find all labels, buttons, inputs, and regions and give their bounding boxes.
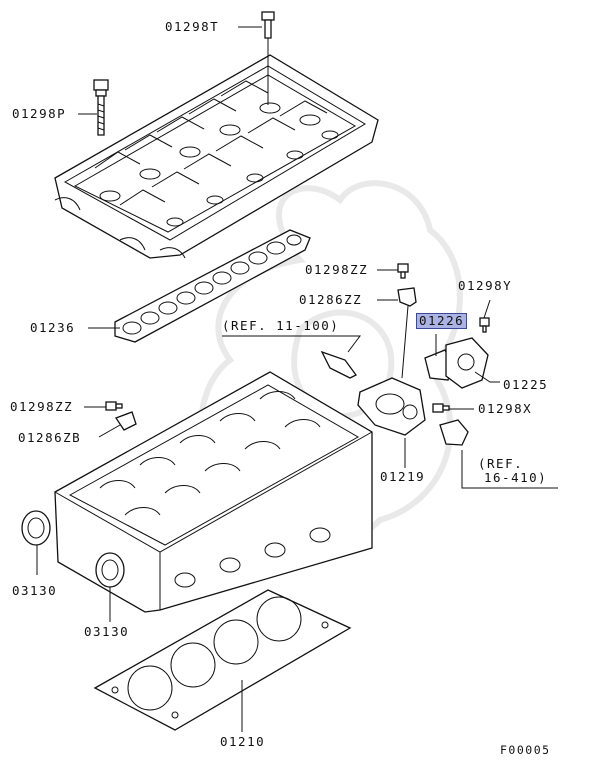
bolt-01298ZZ-top [397,263,409,279]
callout-01236[interactable]: 01236 [30,320,76,335]
bracket-01286ZB [115,411,137,431]
valve-cover-plug-holes [99,102,339,227]
sensor-ref-16-410 [439,419,469,446]
cover-01225 [445,337,489,389]
bolt-01298T [261,11,275,39]
oil-seal-b [95,552,125,588]
head-gasket [93,589,352,731]
callout-03130-a[interactable]: 03130 [12,583,58,598]
callout-01298X[interactable]: 01298X [478,401,533,416]
intake-gasket [114,229,311,343]
bolt-01298Y [479,317,490,333]
bolt-01298ZZ-left [105,401,123,411]
callout-01219[interactable]: 01219 [380,469,426,484]
figure-code: F00005 [500,743,551,757]
callout-01298ZZ-top[interactable]: 01298ZZ [305,262,369,277]
callout-01298P[interactable]: 01298P [12,106,67,121]
callout-03130-b[interactable]: 03130 [84,624,130,639]
callout-01225[interactable]: 01225 [503,377,549,392]
bolt-01298X [432,403,450,413]
callout-01286ZZ[interactable]: 01286ZZ [299,292,363,307]
callout-01226[interactable]: 01226 [416,313,468,329]
callout-01286ZB[interactable]: 01286ZB [18,430,82,445]
callout-ref-16-410-line1[interactable]: (REF. [478,456,524,471]
cylinder-head [54,371,373,613]
sensor-ref-11-100 [320,350,357,379]
thermostat-housing-01219 [357,377,426,436]
cylinder-head-ports [174,527,331,588]
callout-ref-11-100[interactable]: (REF. 11-100) [222,318,340,333]
leader-lines [36,26,558,732]
callout-01298Y[interactable]: 01298Y [458,278,513,293]
bolt-01298P [93,79,109,136]
callout-01298ZZ-left[interactable]: 01298ZZ [10,399,74,414]
valve-cover-ribs [94,80,328,206]
valve-cover [54,54,379,259]
oil-seal-a [21,510,51,546]
callout-01298T[interactable]: 01298T [165,19,220,34]
callout-01210[interactable]: 01210 [220,734,266,749]
cylinder-head-cam-journals [99,391,321,516]
callout-ref-16-410-line2[interactable]: 16-410) [484,470,548,485]
bracket-01286ZZ [397,287,417,307]
